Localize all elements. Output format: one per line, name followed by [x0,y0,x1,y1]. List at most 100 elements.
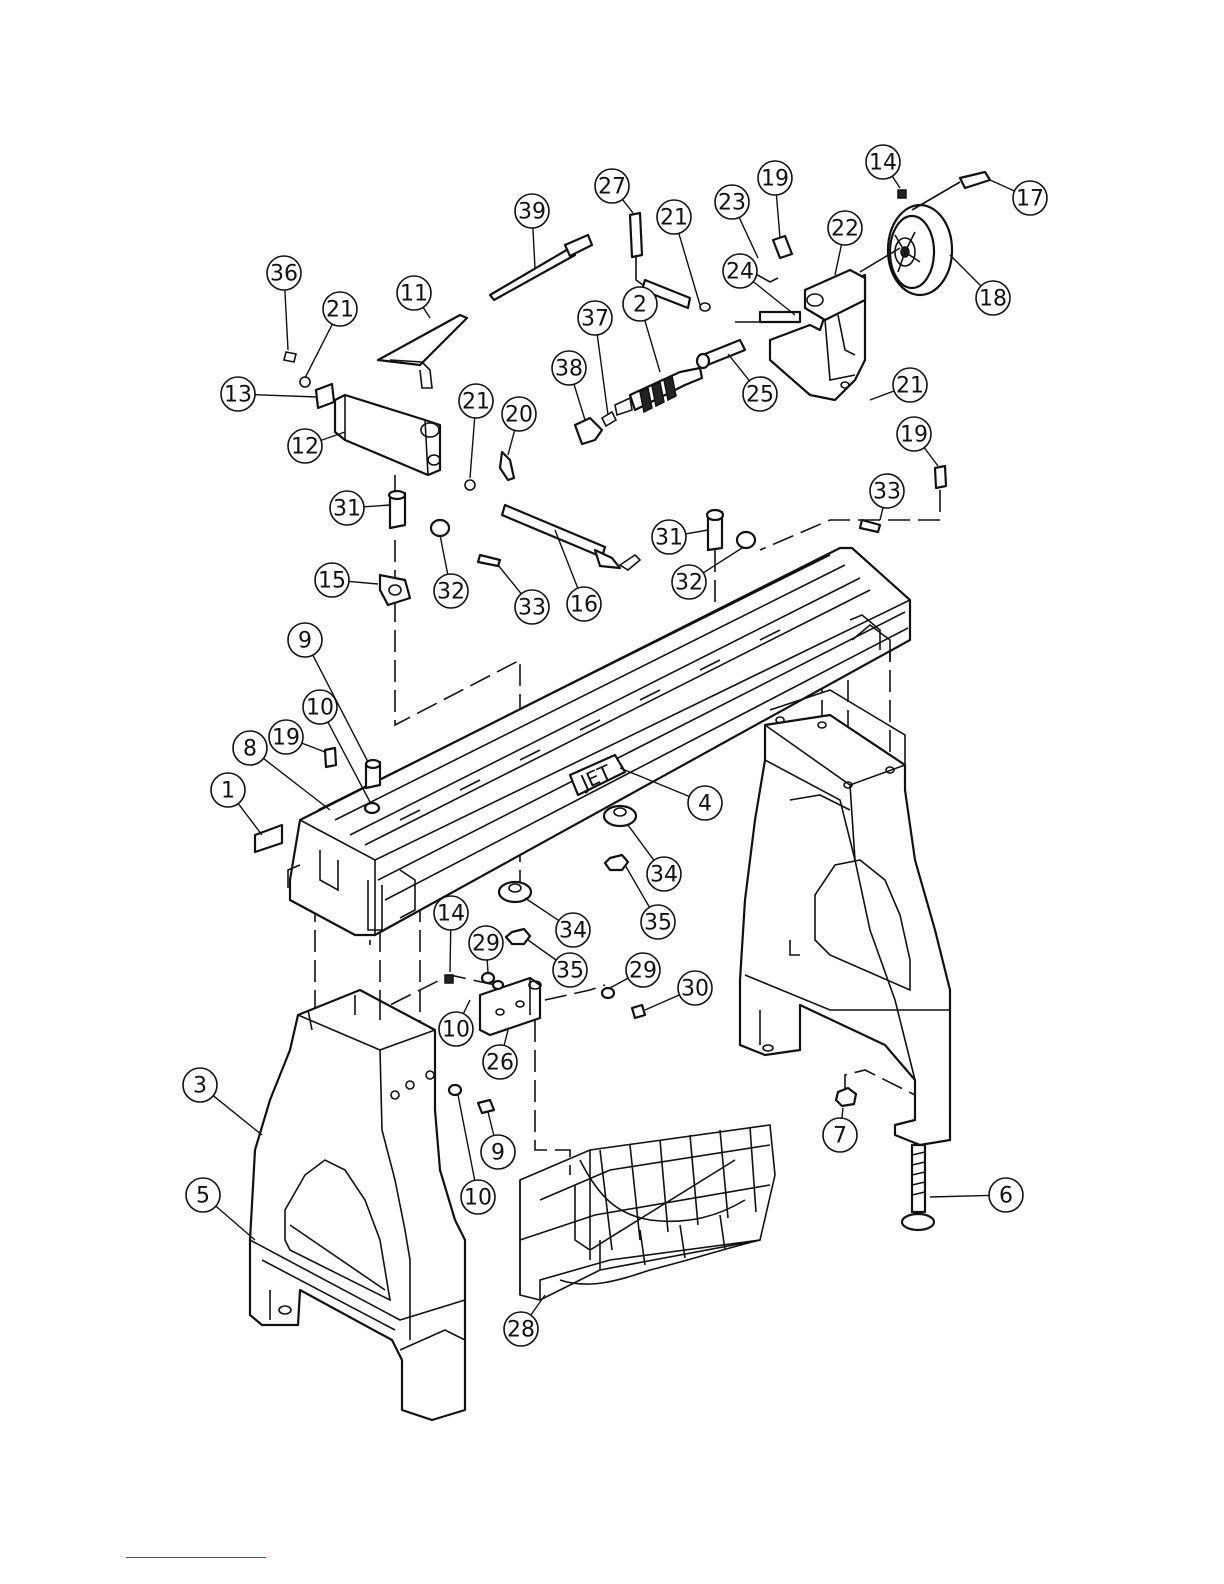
callout-number: 39 [518,200,546,225]
callout-10: 10 [439,1012,473,1046]
callout-leader-38 [574,384,585,420]
callout-leader-14 [450,930,451,972]
callout-leader-1 [238,804,262,835]
callout-19: 19 [897,417,931,451]
callout-leader-26 [504,1030,508,1046]
callout-number: 30 [681,977,709,1002]
callout-leader-8 [263,758,330,810]
callout-number: 29 [472,932,500,957]
callout-30: 30 [678,971,712,1005]
callout-leader-13 [255,395,317,397]
callout-leader-31 [364,505,390,507]
callout-4: 4 [688,786,722,820]
callout-number: 9 [298,629,312,654]
callout-number: 38 [555,357,583,382]
callout-3: 3 [183,1068,217,1102]
callout-leader-30 [645,995,679,1010]
callout-number: 1 [221,779,235,804]
callout-leader-33 [880,508,883,520]
callout-11: 11 [397,276,431,310]
callout-24: 24 [723,254,757,288]
callout-35: 35 [641,905,675,939]
callout-leader-7 [842,1108,843,1118]
callout-leader-37 [597,335,608,415]
callout-38: 38 [552,351,586,385]
callout-number: 35 [556,959,584,984]
callout-number: 19 [761,167,789,192]
callout-leader-9 [488,1112,494,1136]
callout-21: 21 [323,292,357,326]
callout-number: 27 [598,175,626,200]
callout-20: 20 [502,397,536,431]
callout-number: 14 [869,151,897,176]
callout-34: 34 [556,913,590,947]
callout-number: 10 [306,696,334,721]
callout-13: 13 [221,377,255,411]
callout-leader-29 [610,978,628,988]
callout-number: 16 [570,593,598,618]
callout-number: 22 [831,217,859,242]
callout-number: 21 [326,298,354,323]
callout-number: 29 [629,959,657,984]
callout-leader-19 [924,448,938,466]
callout-10: 10 [461,1180,495,1214]
callout-leader-2 [645,320,660,372]
callout-number: 34 [650,863,678,888]
callout-leader-25 [728,354,749,381]
callout-leader-35 [625,865,649,907]
callout-leader-24 [753,282,795,315]
callout-leader-10 [458,1095,475,1180]
callout-number: 32 [437,580,465,605]
callout-number: 10 [464,1186,492,1211]
callout-32: 32 [434,574,468,608]
callout-12: 12 [288,429,322,463]
callout-31: 31 [330,491,364,525]
callout-leader-34 [628,825,654,860]
callout-number: 31 [333,497,361,522]
callout-number: 33 [518,596,546,621]
callout-leader-22 [835,245,841,275]
callout-22: 22 [828,211,862,245]
callout-leader-23 [739,217,758,258]
callout-number: 31 [655,526,683,551]
callout-number: 33 [873,480,901,505]
callout-leader-20 [508,430,515,455]
callout-21: 21 [459,384,493,418]
callout-16: 16 [567,587,601,621]
callout-8: 8 [233,731,267,765]
callout-number: 21 [462,390,490,415]
callout-leader-10 [463,1000,470,1014]
callout-26: 26 [483,1045,517,1079]
callout-leader-31 [686,530,708,534]
callout-leader-3 [213,1096,262,1135]
callout-number: 17 [1016,187,1044,212]
callout-leader-11 [423,307,430,318]
callout-7: 7 [823,1118,857,1152]
callout-leader-15 [349,581,378,584]
callout-29: 29 [626,953,660,987]
callout-number: 26 [486,1051,514,1076]
callout-number: 6 [999,1184,1013,1209]
callout-number: 4 [698,792,712,817]
callout-number: 23 [718,191,746,216]
callout-29: 29 [469,926,503,960]
callout-6: 6 [989,1178,1023,1212]
callout-number: 35 [644,911,672,936]
callout-17: 17 [1013,181,1047,215]
callout-leader-32 [440,535,448,574]
callout-number: 13 [224,383,252,408]
callout-number: 36 [270,262,298,287]
callout-2: 2 [623,287,657,321]
wire-basket [520,1125,775,1300]
callout-leader-6 [930,1195,989,1197]
callout-number: 3 [193,1074,207,1099]
footer-rule [126,1557,266,1558]
callout-number: 9 [491,1141,505,1166]
callout-number: 15 [318,569,346,594]
callout-number: 11 [400,282,428,307]
callout-19: 19 [269,720,303,754]
callout-leader-21 [305,324,332,378]
callout-number: 21 [896,374,924,399]
callout-number: 34 [559,919,587,944]
callout-39: 39 [515,194,549,228]
